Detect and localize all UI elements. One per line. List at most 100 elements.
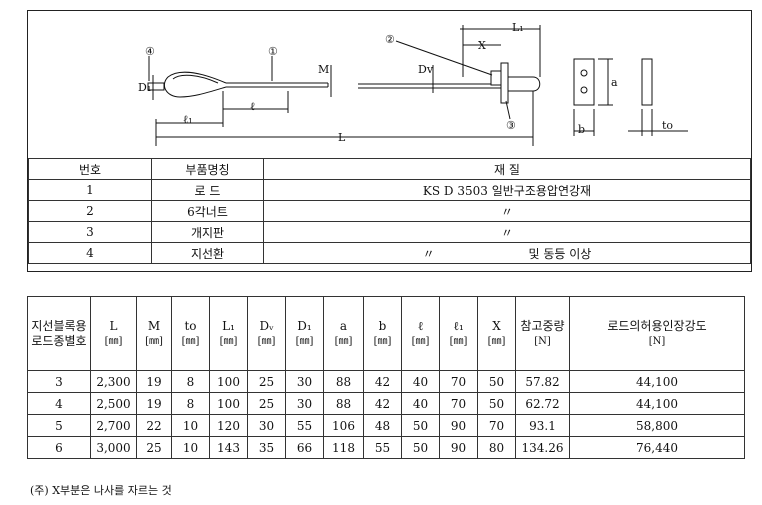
spec-header-cell: Dᵥ [㎜]	[247, 296, 286, 371]
spec-header-unit: [㎜]	[104, 335, 123, 347]
spec-header-label: b	[378, 318, 387, 333]
part-material: 〃	[263, 200, 751, 222]
spec-cell: 80	[477, 436, 516, 459]
parts-header-name: 부품명칭	[151, 158, 264, 180]
spec-header-unit: [㎜]	[487, 335, 506, 347]
dim-to-label: to	[662, 119, 673, 132]
spec-header-unit: [㎜]	[411, 335, 430, 347]
spec-cell: 88	[323, 392, 364, 415]
spec-cell: 30	[285, 370, 324, 393]
spec-cell: 19	[136, 392, 172, 415]
spec-cell: 44,100	[569, 392, 745, 415]
dim-d1-label: D₁	[138, 81, 151, 94]
spec-cell: 90	[439, 414, 478, 437]
spec-header-cell: D₁[㎜]	[285, 296, 324, 371]
spec-cell: 50	[477, 370, 516, 393]
dim-dv-label: Dv	[418, 63, 434, 76]
spec-header-label: a	[339, 318, 348, 333]
spec-cell: 48	[363, 414, 402, 437]
footnote: (주) X부분은 나사를 자르는 것	[30, 484, 172, 497]
spec-cell: 8	[171, 370, 210, 393]
spec-header-cell: L₁ [㎜]	[209, 296, 248, 371]
spec-header-cell: 로드의허용인장강도 [N]	[569, 296, 745, 371]
spec-cell: 118	[323, 436, 364, 459]
spec-cell: 44,100	[569, 370, 745, 393]
spec-header-label: 참고중량	[520, 318, 565, 333]
spec-cell: 2,500	[90, 392, 137, 415]
spec-header-unit: [㎜]	[219, 335, 238, 347]
spec-cell: 5	[27, 414, 91, 437]
parts-table: 번호 부품명칭 재 질 1 로 드 KS D 3503 일반구조용압연강재 2 …	[28, 158, 751, 264]
rod-top-view	[358, 25, 541, 120]
spec-cell: 25	[247, 392, 286, 415]
spec-header-label: 로드의허용인장강도	[607, 318, 707, 333]
spec-cell: 100	[209, 392, 248, 415]
spec-cell: 40	[401, 370, 440, 393]
rod-assembly-drawing: D₁ ℓ₁ ℓ L M ④ ① L₁ X Dv ② ③	[138, 21, 688, 146]
spec-header-label: ℓ	[417, 318, 424, 333]
spec-cell: 8	[171, 392, 210, 415]
spec-cell: 88	[323, 370, 364, 393]
spec-header-cell: L [㎜]	[90, 296, 137, 371]
part-no: 1	[28, 179, 152, 201]
spec-cell: 120	[209, 414, 248, 437]
spec-cell: 22	[136, 414, 172, 437]
callout-3: ③	[506, 119, 516, 132]
spec-header-unit: [㎜]	[145, 335, 163, 347]
dim-a-label: a	[611, 76, 618, 89]
spec-cell: 2,300	[90, 370, 137, 393]
spec-header-label: L	[109, 318, 118, 333]
spec-header-unit: [㎜]	[295, 335, 314, 347]
spec-cell: 40	[401, 392, 440, 415]
spec-cell: 35	[247, 436, 286, 459]
spec-cell: 50	[477, 392, 516, 415]
spec-cell: 25	[136, 436, 172, 459]
dim-m-label: M	[318, 63, 329, 76]
rod-side-view	[147, 56, 534, 146]
spec-header-unit: [N]	[648, 335, 666, 347]
spec-header-cell: X[㎜]	[477, 296, 516, 371]
part-no: 3	[28, 221, 152, 243]
spec-cell: 55	[285, 414, 324, 437]
parts-row: 3 개지판 〃	[28, 221, 751, 243]
dim-l1-label: ℓ₁	[183, 113, 193, 126]
spec-cell: 25	[247, 370, 286, 393]
spec-cell: 143	[209, 436, 248, 459]
spec-header-label: L₁	[222, 318, 235, 333]
dim-l-label: ℓ	[250, 100, 255, 113]
spec-header-cell: M[㎜]	[136, 296, 172, 371]
spec-cell: 100	[209, 370, 248, 393]
spec-header-unit: [N]	[534, 335, 551, 347]
spec-cell: 30	[285, 392, 324, 415]
part-name: 개지판	[151, 221, 264, 243]
part-material: 〃 및 동등 이상	[263, 242, 751, 264]
spec-header-cell: 참고중량 [N]	[515, 296, 570, 371]
spec-cell: 30	[247, 414, 286, 437]
plate-views	[573, 58, 688, 136]
callout-1: ①	[268, 45, 278, 58]
spec-header-unit: [㎜]	[449, 335, 468, 347]
spec-header-unit: [㎜]	[257, 335, 276, 347]
parts-header-row: 번호 부품명칭 재 질	[28, 158, 751, 180]
dim-x-label: X	[478, 39, 486, 52]
part-no: 2	[28, 200, 152, 222]
spec-cell: 42	[363, 370, 402, 393]
spec-cell: 134.26	[515, 436, 570, 459]
spec-header-unit: [㎜]	[181, 335, 200, 347]
spec-cell: 93.1	[515, 414, 570, 437]
spec-cell: 70	[439, 392, 478, 415]
spec-header-label: 지선블록용로드종별호	[31, 318, 87, 348]
part-material-ditto: 〃	[422, 246, 435, 261]
dim-l1-top-label: L₁	[512, 21, 524, 34]
spec-header-label: Dᵥ	[259, 318, 274, 333]
spec-cell: 42	[363, 392, 402, 415]
spec-header-cell: 지선블록용로드종별호	[27, 296, 91, 371]
parts-row: 4 지선환 〃 및 동등 이상	[28, 242, 751, 264]
spec-cell: 19	[136, 370, 172, 393]
spec-header-cell: b[㎜]	[363, 296, 402, 371]
spec-cell: 50	[401, 414, 440, 437]
